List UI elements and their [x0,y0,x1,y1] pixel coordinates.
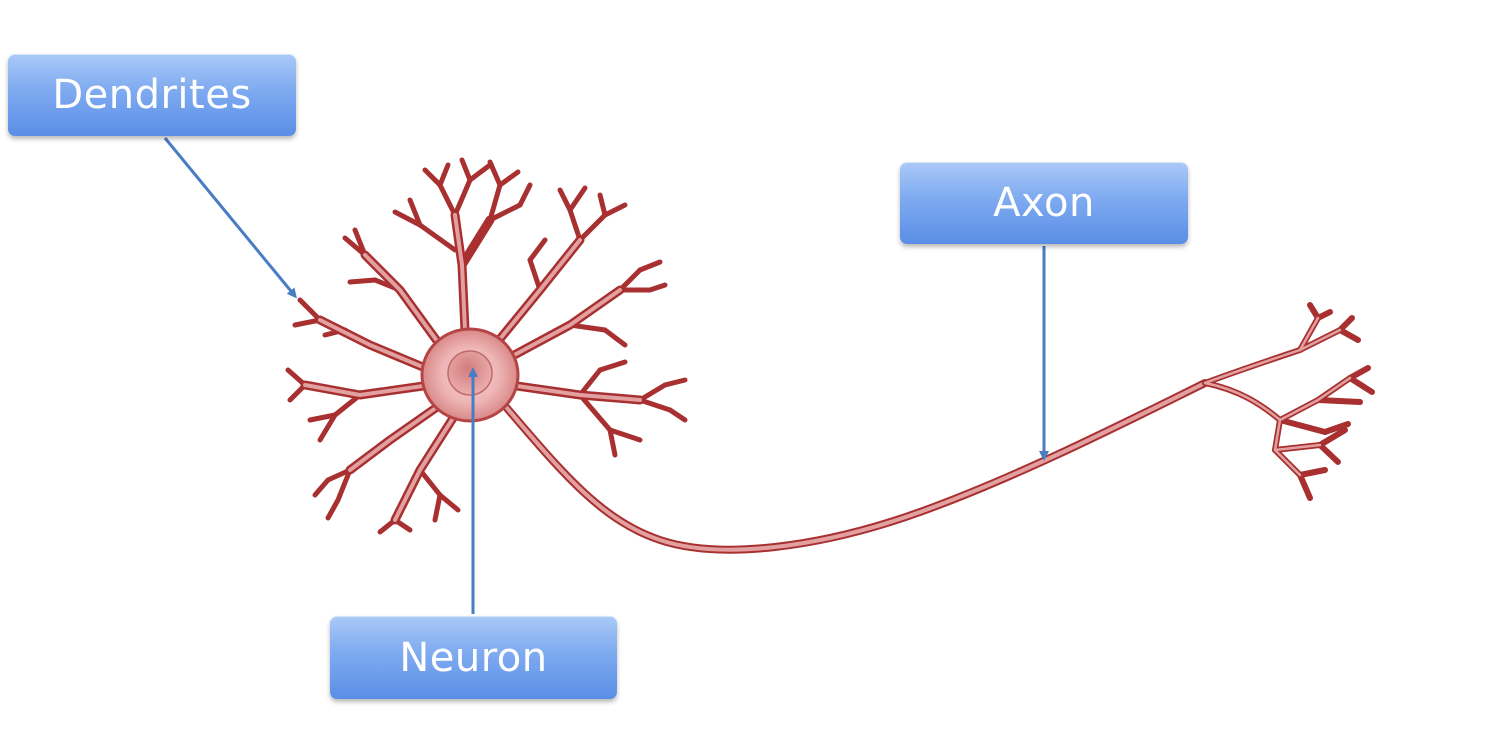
dendrites-label: Dendrites [8,54,296,136]
axon-terminal-shape [1202,302,1375,501]
soma-shape [420,327,520,423]
dendrites-shape [285,157,688,535]
neuron-label: Neuron [330,616,617,699]
dendrites-label-text: Dendrites [52,72,252,118]
dendrites-pointer-arrow [163,137,297,299]
neuron-label-text: Neuron [399,634,548,681]
axon-label-text: Axon [993,180,1095,226]
nucleus-shape [447,350,493,396]
axon-label: Axon [900,162,1188,244]
axon-shape [496,379,1209,554]
